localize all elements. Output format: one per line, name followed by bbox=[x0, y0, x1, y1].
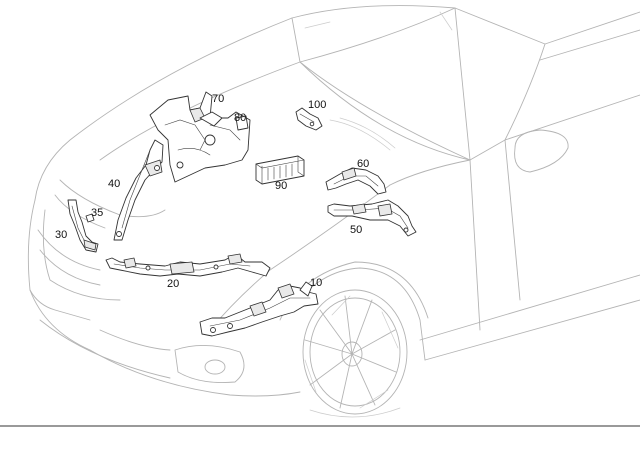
part-100-small-bracket bbox=[295, 107, 323, 131]
callout-80: 80 bbox=[234, 112, 246, 124]
part-60-curved-bracket bbox=[325, 167, 387, 195]
part-35-clip bbox=[85, 213, 95, 223]
callout-70: 70 bbox=[212, 93, 224, 105]
callout-35: 35 bbox=[91, 207, 103, 219]
callout-90: 90 bbox=[275, 180, 287, 192]
callout-60: 60 bbox=[357, 158, 369, 170]
callouts: 10 20 30 35 40 50 60 70 80 90 100 bbox=[55, 93, 369, 290]
part-70-80-strut-bracket bbox=[149, 91, 251, 183]
part-40-bracket bbox=[113, 139, 164, 241]
callout-100: 100 bbox=[308, 99, 326, 111]
callout-20: 20 bbox=[167, 278, 179, 290]
callout-10: 10 bbox=[310, 277, 322, 289]
callout-40: 40 bbox=[108, 178, 120, 190]
part-30-front-bracket bbox=[67, 199, 99, 253]
callout-50: 50 bbox=[350, 224, 362, 236]
part-50-right-bracket bbox=[327, 199, 417, 237]
callout-30: 30 bbox=[55, 229, 67, 241]
part-90-box bbox=[255, 155, 305, 185]
part-20-long-member bbox=[105, 253, 271, 277]
part-10-lower-assembly bbox=[199, 281, 319, 337]
car-outline bbox=[27, 5, 640, 418]
